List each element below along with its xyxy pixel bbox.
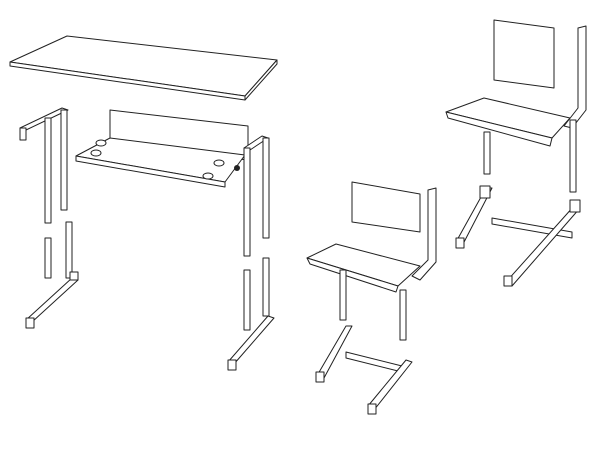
tabletop <box>9 35 278 101</box>
chair-small <box>306 181 437 415</box>
desk-frame-right <box>227 135 275 371</box>
desk-shelf <box>75 109 249 188</box>
chair-large <box>445 19 587 287</box>
desk-frame-left <box>19 107 79 329</box>
